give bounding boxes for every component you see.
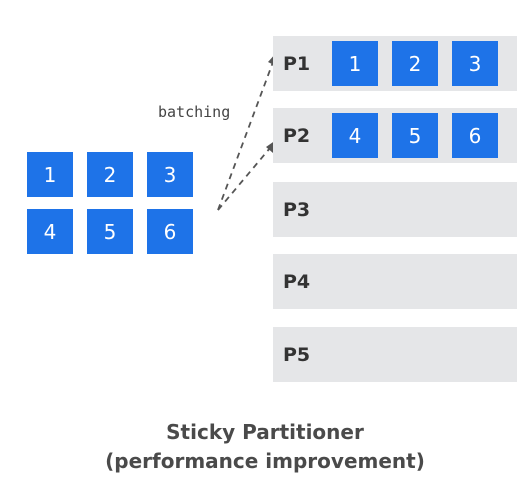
record-box: 6: [452, 113, 498, 158]
partition-p2: P2 4 5 6: [273, 108, 517, 163]
caption-subtitle: (performance improvement): [105, 449, 425, 473]
caption-title: Sticky Partitioner: [166, 420, 364, 444]
record-box: 2: [392, 41, 438, 86]
record-box: 2: [87, 152, 133, 197]
record-box: 6: [147, 209, 193, 254]
record-box: 4: [27, 209, 73, 254]
partition-p3: P3: [273, 182, 517, 237]
partition-label: P1: [283, 52, 311, 75]
partition-p5: P5: [273, 327, 517, 382]
record-box: 1: [27, 152, 73, 197]
partition-label: P5: [283, 343, 311, 366]
partition-label: P4: [283, 270, 311, 293]
partition-p1: P1 1 2 3: [273, 36, 517, 91]
arrow-to-p2: [217, 147, 271, 211]
record-box: 5: [392, 113, 438, 158]
record-box: 3: [147, 152, 193, 197]
record-box: 1: [332, 41, 378, 86]
batching-label: batching: [158, 103, 231, 121]
record-box: 4: [332, 113, 378, 158]
partition-p4: P4: [273, 254, 517, 309]
record-box: 3: [452, 41, 498, 86]
partition-label: P2: [283, 124, 311, 147]
partition-label: P3: [283, 198, 311, 221]
record-box: 5: [87, 209, 133, 254]
arrow-to-p1: [217, 61, 274, 211]
